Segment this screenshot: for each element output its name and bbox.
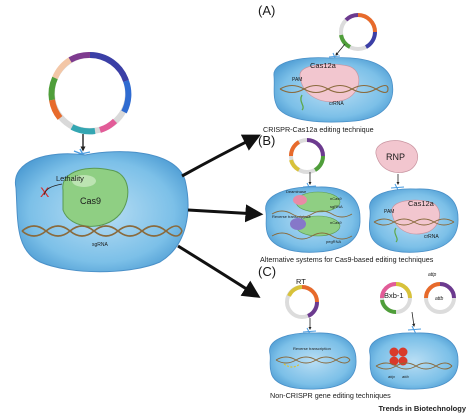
arrow-to-b [187,204,264,223]
lethality-label: Lethality [56,174,84,183]
lethality-arrow [43,183,63,196]
panel-b-caption: Alternative systems for Cas9-based editi… [260,255,434,264]
arrow-to-c [177,244,261,298]
panel-c-attb-plasmid [424,282,456,314]
cas9-label: Cas9 [80,196,101,206]
panel-b-right-dna [373,218,455,226]
panel-c-attp-top-label: attp [428,272,437,278]
panel-a-crrna-stem [300,94,304,111]
panel-c-caption: Non-CRISPR gene editing techniques [270,391,391,400]
rnp-blob [375,140,418,173]
panel-b-plasmid [288,138,326,174]
panel-c-right-dna [375,362,453,370]
panel-c-bxb1-plasmid [380,282,412,315]
panel-b-cas12a-label: Cas12a [408,199,435,208]
panel-b-prime-editor [290,215,341,237]
panel-c-attb-plasmid-label: attb [435,296,444,302]
panel-b-letter: (B) [258,133,275,148]
panel-c-left-dna [275,356,351,368]
panel-b-ncas9-1-label: nCas9 [330,196,342,201]
panel-a-dna [279,84,389,94]
panel-b-ncas9-2-label: nCas9 [330,220,342,225]
panel-b-pegrna-label: pegRNA [326,239,341,244]
panel-a-cas12a-label: Cas12a [310,61,337,70]
rnp-label: RNP [386,152,405,162]
main-plasmid [48,52,132,135]
panel-a-plasmid [339,13,377,51]
panel-a-crrna-label: crRNA [329,101,344,107]
panel-a-letter: (A) [258,3,275,18]
main-dna [21,225,183,237]
panel-a-caption: CRISPR-Cas12a editing technique [263,125,374,134]
panel-b-rt-label: Reverse transcriptase [272,214,312,219]
panel-c-attb-bottom-label: attb [402,374,409,379]
panel-b-sgrna-label: sgRNA [330,204,343,209]
panel-c-rt-process-label: Reverse transcription [293,346,331,351]
panel-b-crrna-stem [394,227,398,243]
cas9-protein [62,167,129,227]
panel-b-crrna-label: crRNA [424,234,439,240]
panel-c-bxb1-arrow [411,311,416,327]
panel-c-rt-plasmid [285,285,320,319]
panel-a-pam-label: PAM [292,77,302,83]
panel-b-pam-label: PAM [384,209,394,215]
panel-c-rt-label: RT [296,277,306,286]
panel-b-deaminase-label: Deaminase [286,189,307,194]
arrow-to-a [181,134,261,178]
sgrna-label: sgRNA [92,242,109,248]
panel-c-bxb1-label: Bxb-1 [384,291,404,300]
panel-c-right-cell [369,332,459,390]
panel-c-letter: (C) [258,264,276,279]
panel-a-plasmid-arrow [335,43,346,56]
journal-credit: Trends in Biotechnology [378,404,466,413]
panel-c-left-cell [269,332,357,390]
panel-b-base-editor [293,191,341,213]
panel-c-attp-bottom-label: attp [388,374,395,379]
panel-b-left-dna [271,210,353,240]
